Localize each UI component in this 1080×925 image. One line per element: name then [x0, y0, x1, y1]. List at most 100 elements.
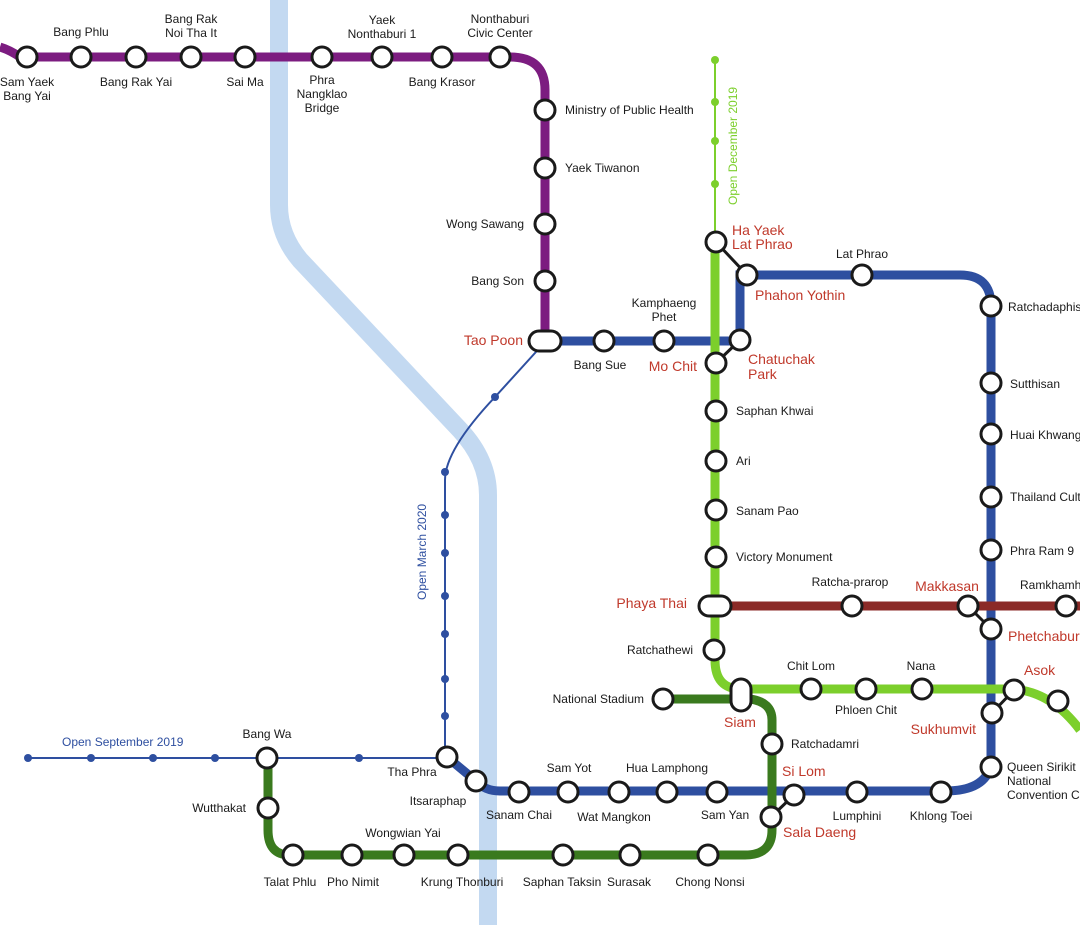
- station-label: Nana: [907, 659, 936, 673]
- station-marker[interactable]: [533, 156, 557, 180]
- station-marker[interactable]: [430, 45, 454, 69]
- note-open-mar-2020: Open March 2020: [415, 504, 429, 600]
- station-marker[interactable]: [759, 805, 783, 829]
- station-marker[interactable]: [607, 780, 631, 804]
- extension-dot: [441, 630, 449, 638]
- station-marker[interactable]: [340, 843, 364, 867]
- station-marker[interactable]: [592, 329, 616, 353]
- station-marker[interactable]: [702, 638, 726, 662]
- station-label: Itsaraphap: [410, 794, 467, 808]
- station-marker[interactable]: [256, 796, 280, 820]
- station-marker[interactable]: [527, 329, 563, 353]
- note-open-dec-2019: Open December 2019: [726, 87, 740, 205]
- station-label: Yaek Tiwanon: [565, 161, 640, 175]
- station-marker[interactable]: [1046, 689, 1070, 713]
- station-marker[interactable]: [704, 498, 728, 522]
- station-marker[interactable]: [551, 843, 575, 867]
- station-marker[interactable]: [845, 780, 869, 804]
- station-marker[interactable]: [1054, 594, 1078, 618]
- station-label: Talat Phlu: [264, 875, 317, 889]
- station-label: Lumphini: [833, 809, 882, 823]
- station-label: Sukhumvit: [911, 721, 976, 737]
- station-marker[interactable]: [840, 594, 864, 618]
- station-marker[interactable]: [929, 780, 953, 804]
- station-marker[interactable]: [507, 780, 531, 804]
- station-label: Sai Ma: [226, 75, 264, 89]
- station-marker[interactable]: [651, 687, 675, 711]
- station-marker[interactable]: [704, 449, 728, 473]
- station-marker[interactable]: [850, 263, 874, 287]
- station-label: Phetchabur: [1008, 628, 1080, 644]
- station-label: Krung Thonburi: [421, 875, 504, 889]
- station-marker[interactable]: [704, 545, 728, 569]
- station-label: Ramkhamh: [1020, 578, 1080, 592]
- station-marker[interactable]: [69, 45, 93, 69]
- station-marker[interactable]: [310, 45, 334, 69]
- dark-green-line: [263, 694, 777, 860]
- station-marker[interactable]: [533, 98, 557, 122]
- station-marker[interactable]: [980, 701, 1004, 725]
- station-marker[interactable]: [556, 780, 580, 804]
- station-label: Makkasan: [915, 578, 979, 594]
- station-marker[interactable]: [281, 843, 305, 867]
- station-marker[interactable]: [728, 328, 752, 352]
- station-marker[interactable]: [760, 732, 784, 756]
- station-label: Sanam Chai: [486, 808, 552, 822]
- station-label: Phaya Thai: [616, 595, 687, 611]
- station-marker[interactable]: [979, 422, 1003, 446]
- station-label: Wutthakat: [192, 801, 246, 815]
- station-marker[interactable]: [618, 843, 642, 867]
- station-marker[interactable]: [979, 371, 1003, 395]
- blue-line: [444, 270, 996, 796]
- extension-dot: [87, 754, 95, 762]
- station-marker[interactable]: [729, 677, 753, 713]
- station-marker[interactable]: [179, 45, 203, 69]
- station-marker[interactable]: [782, 783, 806, 807]
- station-marker[interactable]: [533, 212, 557, 236]
- station-marker[interactable]: [370, 45, 394, 69]
- station-label: Ratchadaphis: [1008, 300, 1080, 314]
- station-marker[interactable]: [435, 745, 459, 769]
- station-marker[interactable]: [799, 677, 823, 701]
- station-marker[interactable]: [488, 45, 512, 69]
- station-marker[interactable]: [696, 843, 720, 867]
- station-marker[interactable]: [704, 351, 728, 375]
- station-label: Wong Sawang: [446, 217, 524, 231]
- station-marker[interactable]: [392, 843, 416, 867]
- station-marker[interactable]: [979, 294, 1003, 318]
- station-marker[interactable]: [854, 677, 878, 701]
- station-marker[interactable]: [15, 45, 39, 69]
- station-marker[interactable]: [124, 45, 148, 69]
- station-marker[interactable]: [233, 45, 257, 69]
- station-marker[interactable]: [446, 843, 470, 867]
- station-marker[interactable]: [533, 269, 557, 293]
- station-label: Wongwian Yai: [365, 826, 440, 840]
- station-marker[interactable]: [979, 617, 1003, 641]
- station-label: Thailand Cult: [1010, 490, 1080, 504]
- station-marker[interactable]: [979, 485, 1003, 509]
- extension-dot: [441, 549, 449, 557]
- station-marker[interactable]: [697, 594, 733, 618]
- station-label: Ratchathewi: [627, 643, 693, 657]
- station-marker[interactable]: [956, 594, 980, 618]
- station-marker[interactable]: [652, 329, 676, 353]
- station-marker[interactable]: [704, 230, 728, 254]
- station-marker[interactable]: [979, 755, 1003, 779]
- station-marker[interactable]: [735, 263, 759, 287]
- station-label: Bang Son: [471, 274, 524, 288]
- station-marker[interactable]: [655, 780, 679, 804]
- station-marker[interactable]: [464, 769, 488, 793]
- extension-dot: [711, 98, 719, 106]
- station-marker[interactable]: [255, 746, 279, 770]
- station-marker[interactable]: [910, 677, 934, 701]
- station-marker[interactable]: [1002, 678, 1026, 702]
- station-marker[interactable]: [705, 780, 729, 804]
- station-marker[interactable]: [979, 538, 1003, 562]
- station-label: National Stadium: [553, 692, 644, 706]
- station-marker[interactable]: [704, 399, 728, 423]
- station-label: Sam Yan: [701, 808, 749, 822]
- river: [270, 0, 497, 925]
- extension-dot: [711, 137, 719, 145]
